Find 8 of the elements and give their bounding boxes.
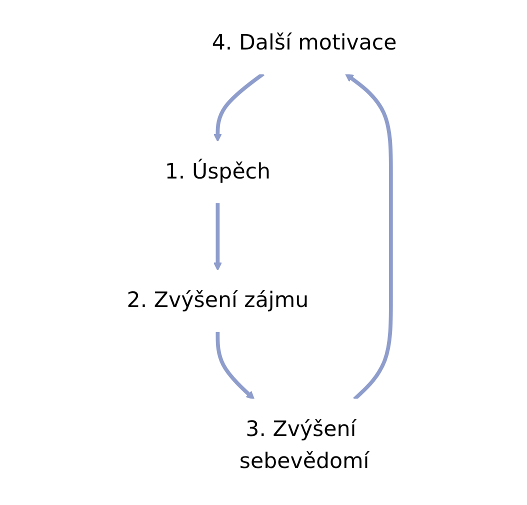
arrow [212, 202, 222, 271]
arrow [344, 73, 392, 401]
node-text: 2. Zvýšení zájmu [126, 288, 308, 314]
node-text: 1. Úspěch [164, 160, 270, 184]
arrow [212, 72, 264, 142]
node-text: 3. Zvýšení sebevědomí [238, 418, 369, 474]
arrow [215, 331, 254, 400]
node-text: 4. Další motivace [211, 31, 396, 56]
